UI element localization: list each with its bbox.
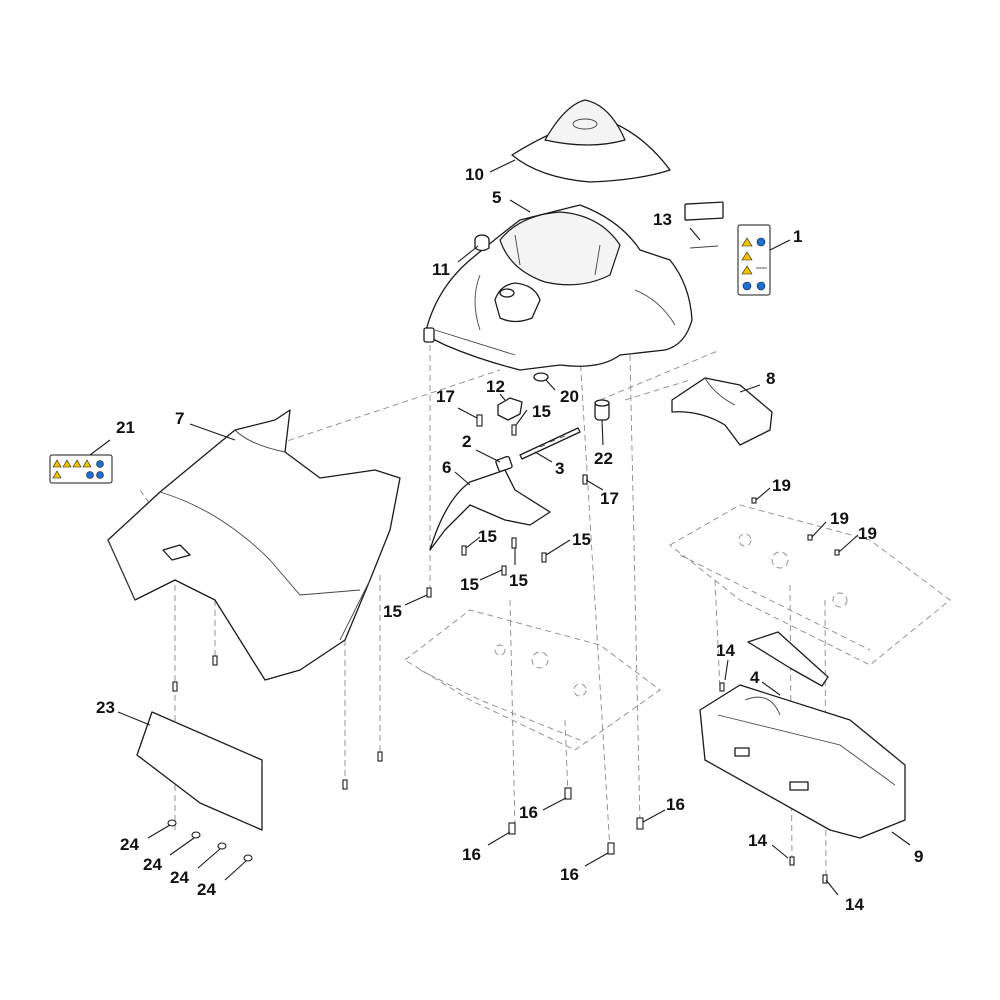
callout-4: 4	[750, 668, 760, 687]
part-4-guide	[747, 631, 829, 687]
callout-labels: 1 2 3 4 5 6 7 8 9 10 11 12 13 14 14 14 1…	[96, 165, 923, 914]
callout-17-b: 17	[600, 489, 619, 508]
callout-14-c: 14	[845, 895, 864, 914]
callout-2: 2	[462, 432, 471, 451]
callout-1: 1	[793, 227, 802, 246]
callout-13: 13	[653, 210, 672, 229]
part-1-warning-decal	[737, 224, 771, 296]
part-5-main-housing	[423, 204, 693, 371]
callout-15-b: 15	[478, 527, 497, 546]
leader-lines	[89, 159, 911, 896]
part-8-shroud	[671, 377, 773, 446]
part-20-ring	[533, 372, 549, 382]
part-7-front-cover	[107, 409, 401, 681]
part-23-flap	[136, 711, 263, 831]
callout-14-b: 14	[748, 831, 767, 850]
alignment-lines	[139, 345, 827, 881]
callout-16-c: 16	[462, 845, 481, 864]
base-plate-right	[669, 504, 951, 666]
callout-19-b: 19	[830, 509, 849, 528]
callout-16-d: 16	[560, 865, 579, 884]
part-3-rod	[519, 427, 581, 460]
callout-15-f: 15	[383, 602, 402, 621]
callout-3: 3	[555, 459, 564, 478]
callout-19-c: 19	[858, 524, 877, 543]
callout-11: 11	[432, 260, 450, 279]
callout-9: 9	[914, 847, 923, 866]
callout-7: 7	[175, 409, 184, 428]
part-2-connector	[495, 455, 513, 473]
callout-24-d: 24	[197, 880, 216, 899]
callout-20: 20	[560, 387, 579, 406]
part-12-bracket	[497, 397, 523, 421]
callout-19-a: 19	[772, 476, 791, 495]
callout-21: 21	[116, 418, 135, 437]
callout-6: 6	[442, 458, 451, 477]
fasteners	[167, 414, 840, 884]
callout-15-d: 15	[460, 575, 479, 594]
base-plate-center	[404, 609, 661, 751]
callout-24-c: 24	[170, 868, 189, 887]
callout-14-a: 14	[716, 641, 735, 660]
part-11-knob	[474, 234, 490, 252]
callout-15-a: 15	[532, 402, 551, 421]
callout-15-e: 15	[509, 571, 528, 590]
callout-23: 23	[96, 698, 115, 717]
part-13-label	[684, 201, 724, 249]
part-6-plate	[429, 469, 551, 551]
callout-5: 5	[492, 188, 501, 207]
callout-22: 22	[594, 449, 613, 468]
callout-16-a: 16	[519, 803, 538, 822]
callout-10: 10	[465, 165, 484, 184]
part-10-top-cover	[511, 99, 671, 183]
part-22-sleeve	[594, 399, 610, 421]
callout-15-c: 15	[572, 530, 591, 549]
part-9-tray	[699, 684, 906, 839]
callout-24-b: 24	[143, 855, 162, 874]
callout-12: 12	[486, 377, 505, 396]
callout-8: 8	[766, 369, 775, 388]
part-21-warning-decal	[49, 454, 113, 484]
callout-16-b: 16	[666, 795, 685, 814]
callout-24-a: 24	[120, 835, 139, 854]
callout-17-a: 17	[436, 387, 455, 406]
